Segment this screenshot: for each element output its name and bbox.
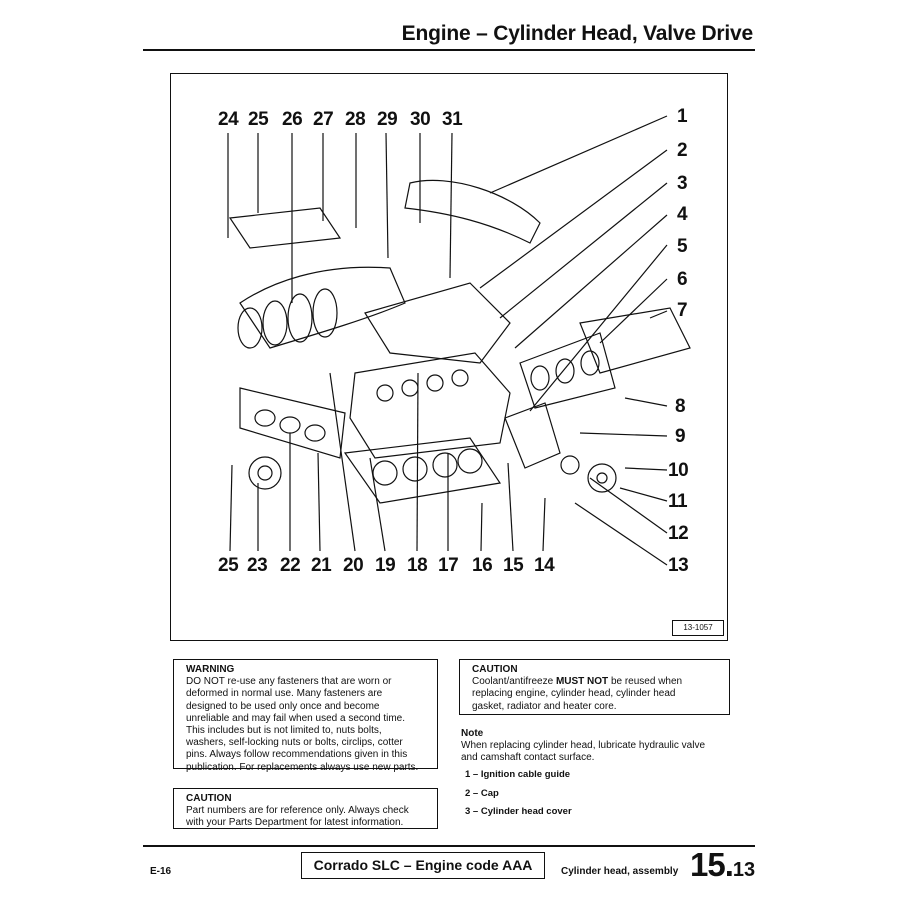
footer-code: E-16 (150, 866, 172, 877)
warning-line: washers, self-locking nuts or bolts, cir… (186, 737, 403, 749)
callout-23: 23 (247, 555, 268, 576)
callout-31: 31 (442, 109, 463, 130)
callout-7: 7 (677, 300, 688, 321)
note-heading: Note (461, 728, 484, 739)
callout-4: 4 (677, 204, 688, 225)
footer-rule (143, 845, 755, 847)
callout-22: 22 (280, 555, 301, 576)
callout-2: 2 (677, 140, 688, 161)
page-title: Engine – Cylinder Head, Valve Drive (401, 22, 754, 45)
page-number-minor: 13 (732, 859, 756, 881)
callout-12: 12 (668, 523, 689, 544)
caution-line: with your Parts Department for latest in… (186, 817, 404, 829)
caution-text: be reused when (608, 676, 683, 688)
callout-10: 10 (668, 460, 689, 481)
caution-line: Part numbers are for reference only. Alw… (186, 805, 409, 817)
callout-16: 16 (472, 555, 493, 576)
callout-15: 15 (503, 555, 524, 576)
warning-line: pins. Always follow recommendations give… (186, 749, 408, 761)
footer-model: Corrado SLC – Engine code AAA (301, 852, 545, 879)
callout-28: 28 (345, 109, 366, 130)
caution-line: Coolant/antifreeze MUST NOT be reused wh… (472, 676, 721, 688)
caution-coolant-box: CAUTION Coolant/antifreeze MUST NOT be r… (459, 659, 730, 715)
legend-item: 2 – Cap (465, 788, 499, 799)
caution-line: replacing engine, cylinder head, cylinde… (472, 688, 676, 700)
legend-item: 3 – Cylinder head cover (465, 806, 572, 817)
diagram-frame (170, 73, 728, 641)
callout-13: 13 (668, 555, 689, 576)
caution-emphasis: MUST NOT (555, 676, 609, 688)
callout-18: 18 (407, 555, 428, 576)
caution-heading: CAUTION (472, 664, 518, 675)
callout-20: 20 (343, 555, 364, 576)
page-number-major: 15. (690, 846, 734, 883)
note-block: Note When replacing cylinder head, lubri… (461, 728, 731, 765)
figure-reference: 13-1057 (672, 620, 724, 636)
note-line: When replacing cylinder head, lubricate … (461, 740, 706, 752)
callout-14: 14 (534, 555, 555, 576)
warning-heading: WARNING (186, 664, 235, 675)
callout-25-bottom: 25 (218, 555, 239, 576)
callout-24: 24 (218, 109, 239, 130)
callout-3: 3 (677, 173, 688, 194)
footer-section: Cylinder head, assembly (561, 866, 679, 877)
page-number: 15.13 (690, 846, 755, 884)
warning-line: This includes but is not limited to, nut… (186, 725, 382, 737)
header-rule (143, 49, 755, 51)
callout-30: 30 (410, 109, 431, 130)
callout-1: 1 (677, 106, 688, 127)
caution-parts-box: CAUTION Part numbers are for reference o… (173, 788, 438, 829)
callout-5: 5 (677, 236, 688, 257)
caution-text: Coolant/antifreeze (472, 676, 556, 688)
warning-line: designed to be used only once and become (186, 700, 380, 712)
callout-8: 8 (675, 396, 686, 417)
callout-11: 11 (668, 491, 688, 512)
warning-line: publication. For replacements always use… (186, 761, 419, 773)
callout-19: 19 (375, 555, 396, 576)
callout-27: 27 (313, 109, 334, 130)
note-line: and camshaft contact surface. (461, 752, 595, 764)
exploded-engine-diagram (227, 115, 691, 566)
warning-line: DO NOT re-use any fasteners that are wor… (186, 676, 392, 688)
callout-17: 17 (438, 555, 459, 576)
callout-9: 9 (675, 426, 686, 447)
caution-heading: CAUTION (186, 793, 232, 804)
warning-line: deformed in normal use. Many fasteners a… (186, 688, 383, 700)
warning-line: unreliable and may fail when used a seco… (186, 712, 406, 724)
callout-6: 6 (677, 269, 688, 290)
callout-25-top: 25 (248, 109, 269, 130)
callout-21: 21 (311, 555, 332, 576)
callout-26: 26 (282, 109, 303, 130)
legend-item: 1 – Ignition cable guide (465, 769, 571, 780)
warning-box: WARNING DO NOT re-use any fasteners that… (173, 659, 438, 773)
caution-line: gasket, radiator and heater core. (472, 700, 617, 712)
callout-29: 29 (377, 109, 398, 130)
